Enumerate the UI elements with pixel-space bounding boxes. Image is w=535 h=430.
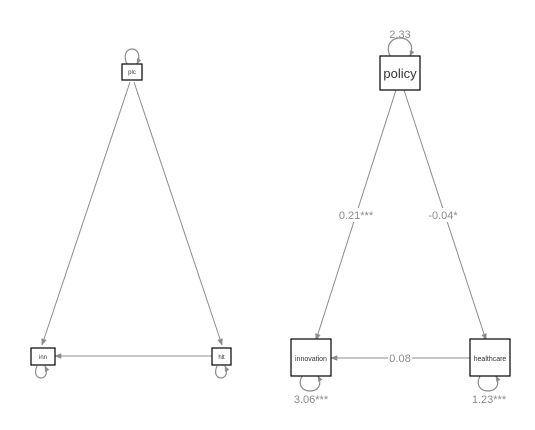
node-label-policy: policy <box>383 66 417 81</box>
self-loop-hlt <box>215 365 230 379</box>
self-loop-healthcare <box>477 375 501 392</box>
node-hlt <box>211 347 232 366</box>
self-loop-policy <box>387 37 415 57</box>
right-diagram: 0.21*** -0.04* 0.08 2.33 3.06*** 1.23***… <box>290 29 511 406</box>
variance-label-healthcare: 1.23*** <box>472 394 507 406</box>
variance-label-innovation: 3.06*** <box>294 394 329 406</box>
edge-label-healthcare-innovation: 0.08 <box>389 353 410 365</box>
node-plc <box>121 63 143 81</box>
edge-label-policy-healthcare: -0.04* <box>428 210 458 222</box>
node-policy <box>379 55 421 91</box>
node-label-plc: plc <box>128 70 136 76</box>
node-inn <box>30 347 56 366</box>
variance-label-policy: 2.33 <box>389 29 410 41</box>
edge-plc-inn <box>41 81 131 346</box>
self-loop-inn <box>35 365 50 379</box>
edge-plc-hlt <box>133 81 223 346</box>
left-diagram: plc inn hlt <box>30 48 232 379</box>
node-label-healthcare: healthcare <box>474 356 507 363</box>
node-healthcare <box>469 338 511 377</box>
node-label-inn: inn <box>39 355 47 361</box>
self-loop-plc <box>124 48 142 65</box>
edge-label-policy-innovation: 0.21*** <box>339 210 374 222</box>
node-label-hlt: hlt <box>218 355 225 361</box>
node-innovation <box>290 338 332 377</box>
node-label-innovation: innovation <box>295 356 327 363</box>
self-loop-innovation <box>299 375 323 392</box>
